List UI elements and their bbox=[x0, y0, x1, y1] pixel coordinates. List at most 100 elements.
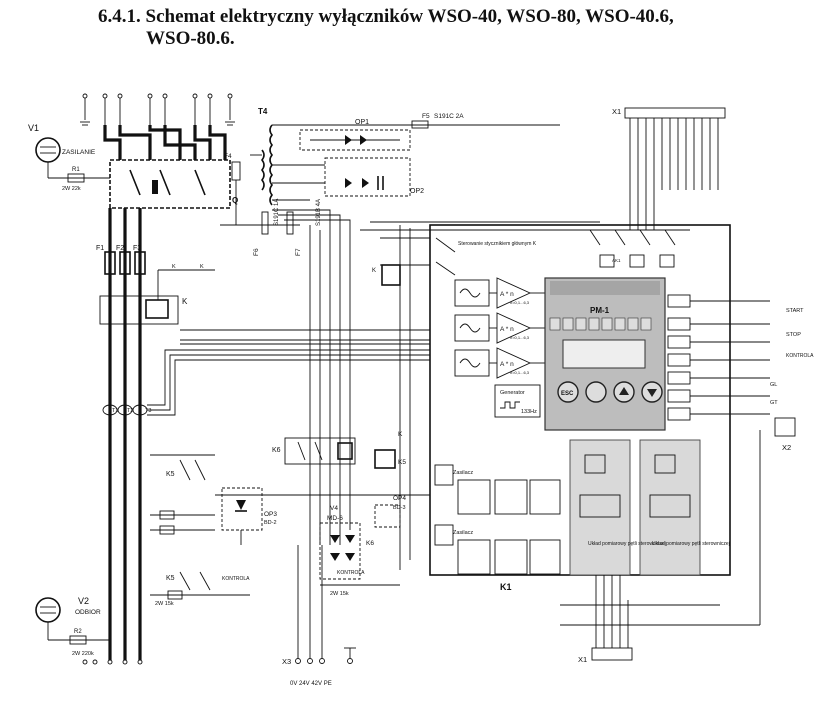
relay-k5: K5 K5 2W 15k KONTROLA bbox=[150, 454, 250, 607]
title-line-2: WSO-80.6. bbox=[146, 28, 235, 49]
f6-value: S191C 1A bbox=[274, 199, 280, 226]
relay-k-small: K5 K bbox=[374, 431, 406, 469]
amp-label-3: A * n bbox=[500, 361, 514, 368]
op2-label: OP2 bbox=[410, 188, 424, 195]
ak1-label: AK1 bbox=[612, 258, 621, 263]
generator-block: Generator 133Hz bbox=[494, 384, 541, 418]
power-rails bbox=[108, 208, 142, 660]
transformer-icon bbox=[102, 404, 118, 416]
v4-label: V4 bbox=[330, 505, 338, 512]
diode-icon bbox=[330, 535, 340, 543]
coil-icon bbox=[145, 299, 169, 319]
kontrola-bottom-label: KONTROLA bbox=[337, 570, 365, 576]
r2-value: 2W 220k bbox=[72, 651, 94, 657]
k6-contact-label: K6 bbox=[366, 540, 374, 547]
k4-label: K bbox=[172, 264, 176, 270]
fuse-icon bbox=[104, 251, 116, 275]
amp-label-2: A * n bbox=[500, 326, 514, 333]
page-title: 6.4.1. Schemat elektryczny wyłączników W… bbox=[98, 6, 738, 50]
fuses-f1-f3: F1 F2 F3 bbox=[96, 245, 146, 275]
op3-label: OP3 bbox=[264, 511, 277, 518]
current-transformers: T1 T2 T3 bbox=[102, 349, 430, 416]
k5-coil-label: K5 bbox=[398, 459, 406, 466]
terminal-icon bbox=[774, 417, 796, 437]
loop-measure-modules: Układ pomiarowy pętli sterowniczej Układ… bbox=[569, 439, 730, 576]
coil-icon bbox=[374, 449, 396, 469]
zasilacz-label-2: Zasilacz bbox=[453, 530, 473, 536]
x3-label: X3 bbox=[282, 657, 291, 666]
range-label-2: n=0,1...6,3 bbox=[510, 335, 530, 340]
keypad: ESC bbox=[557, 381, 663, 403]
zasilacz-label-1: Zasilacz bbox=[453, 470, 473, 476]
uklad1-label: Układ pomiarowy pętli sterowniczej bbox=[588, 541, 666, 547]
kontrola-left-label: KONTROLA bbox=[222, 576, 250, 582]
q-label: Q bbox=[232, 196, 238, 205]
title-line-1: 6.4.1. Schemat elektryczny wyłączników W… bbox=[98, 6, 674, 27]
f4-label: F4 bbox=[224, 153, 232, 160]
op1-label: OP1 bbox=[355, 119, 369, 126]
op4-value: BD-3 bbox=[393, 505, 406, 511]
transformer-t4: T4 F4 F6 S191C 1A F7 S191B 4A bbox=[220, 107, 560, 256]
optocoupler-op3: OP3 BD-2 bbox=[215, 487, 430, 545]
terminal-x3: X3 0V 24V 42V PE bbox=[282, 545, 356, 687]
supply-bus bbox=[103, 125, 227, 160]
x1-top-label: X1 bbox=[612, 107, 621, 116]
uklad2-label: Układ pomiarowy pętli sterowniczej bbox=[652, 541, 730, 547]
terminal-x2: X2 bbox=[774, 417, 796, 452]
range-label-3: n=0,1...6,3 bbox=[510, 370, 530, 375]
f7-label: F7 bbox=[295, 248, 302, 256]
kontrola-right-label: KONTROLA bbox=[786, 353, 814, 359]
start-label: START bbox=[786, 308, 804, 314]
contactor-k: K K K bbox=[99, 264, 215, 325]
enter-button[interactable] bbox=[585, 381, 607, 403]
optocoupler-op1: OP1 bbox=[299, 119, 411, 151]
terminal-x1-bottom: X1 bbox=[560, 430, 761, 664]
f6-label: F6 bbox=[253, 248, 260, 256]
gt-label: GT bbox=[770, 400, 778, 406]
esc-button[interactable] bbox=[557, 381, 579, 403]
lamp-v2: V2 ODBIOR R2 2W 220k bbox=[35, 596, 110, 657]
input-optocouplers bbox=[667, 294, 770, 421]
fuse-icon bbox=[411, 120, 429, 129]
r1-value: 2W 22k bbox=[62, 186, 81, 192]
relay-k6: K6 bbox=[272, 437, 356, 465]
r2-label: R2 bbox=[74, 629, 82, 635]
relay-outputs bbox=[560, 229, 690, 268]
f5-label: F5 bbox=[422, 113, 430, 120]
right-control-labels: START STOP KONTROLA GL GT bbox=[770, 308, 814, 406]
led-row bbox=[549, 317, 652, 331]
k6-label: K6 bbox=[272, 447, 281, 454]
amp-label-1: A * n bbox=[500, 291, 514, 298]
optocoupler-op2: OP2 bbox=[272, 157, 424, 197]
v1-label: V1 bbox=[28, 123, 39, 133]
r4-value: 2W 15k bbox=[330, 591, 349, 597]
k-small-label: K bbox=[398, 431, 403, 438]
k5-label-2: K5 bbox=[166, 575, 175, 582]
v4-value: MD-6 bbox=[327, 515, 343, 522]
sterowanie-label: Sterowanie stycznikiem głównym K bbox=[458, 241, 537, 247]
measure-chain bbox=[454, 277, 545, 379]
arrow-down-icon bbox=[647, 389, 657, 397]
t4-label: T4 bbox=[258, 107, 268, 116]
measure-chain-labels: A * n A * n A * n n=0,1...6,3 n=0,1...6,… bbox=[500, 291, 530, 375]
f3-label: F3 bbox=[133, 245, 141, 252]
fuse-icon bbox=[231, 161, 241, 181]
x3-terms: 0V 24V 42V PE bbox=[290, 681, 332, 687]
v2-label: V2 bbox=[78, 596, 89, 606]
zasilanie-label: ZASILANIE bbox=[62, 149, 96, 156]
supply-terminals bbox=[80, 93, 235, 126]
pm1-label: PM-1 bbox=[590, 306, 610, 315]
relay-k8: K bbox=[372, 264, 401, 286]
op3-value: BD-2 bbox=[264, 520, 277, 526]
generator-label: Generator bbox=[500, 390, 525, 396]
power-converters bbox=[434, 464, 561, 575]
op4-label: OP4 bbox=[393, 495, 406, 502]
t2-label: T2 bbox=[127, 408, 133, 414]
k5-contact-label: K bbox=[200, 264, 204, 270]
lamp-icon bbox=[35, 137, 61, 163]
f1-label: F1 bbox=[96, 245, 104, 252]
switch-icon bbox=[129, 169, 141, 196]
x2-label: X2 bbox=[782, 443, 791, 452]
k1-label: K1 bbox=[500, 582, 512, 592]
